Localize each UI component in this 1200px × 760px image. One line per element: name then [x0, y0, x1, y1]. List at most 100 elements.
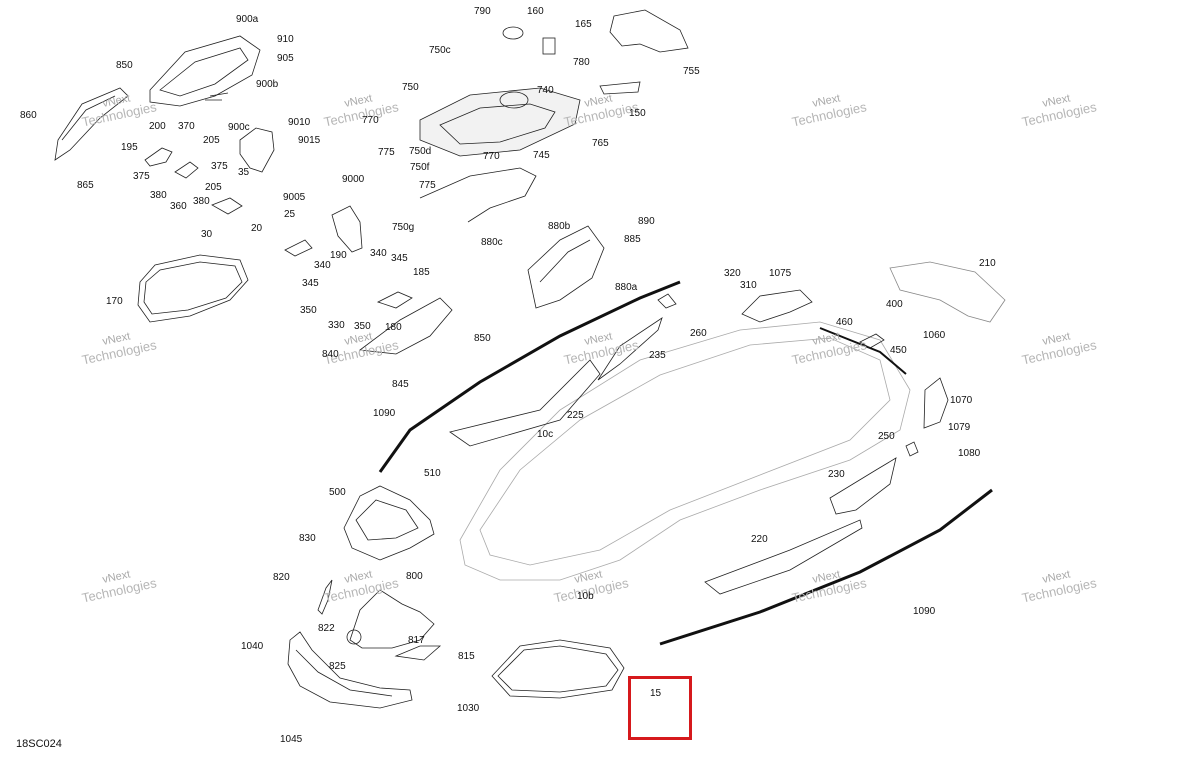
part-label-865[interactable]: 865 — [77, 180, 94, 191]
part-label-740[interactable]: 740 — [537, 85, 554, 96]
part-label-820[interactable]: 820 — [273, 572, 290, 583]
part-label-825[interactable]: 825 — [329, 661, 346, 672]
part-label-750c[interactable]: 750c — [429, 45, 451, 56]
part-label-750d[interactable]: 750d — [409, 146, 432, 157]
part-label-1079[interactable]: 1079 — [948, 422, 971, 433]
part-label-850[interactable]: 850 — [474, 333, 491, 344]
part-label-9000[interactable]: 9000 — [342, 174, 365, 185]
part-label-1045[interactable]: 1045 — [280, 734, 303, 745]
part-label-375[interactable]: 375 — [133, 171, 150, 182]
part-label-910[interactable]: 910 — [277, 34, 294, 45]
part-label-830[interactable]: 830 — [299, 533, 316, 544]
part-label-800[interactable]: 800 — [406, 571, 423, 582]
part-label-35[interactable]: 35 — [238, 167, 250, 178]
part-label-165[interactable]: 165 — [575, 19, 592, 30]
part-label-380[interactable]: 380 — [150, 190, 167, 201]
part-label-860[interactable]: 860 — [20, 110, 37, 121]
part-label-770[interactable]: 770 — [362, 115, 379, 126]
part-label-9015[interactable]: 9015 — [298, 135, 321, 146]
part-label-450[interactable]: 450 — [890, 345, 907, 356]
part-label-880c[interactable]: 880c — [481, 237, 503, 248]
part-label-380[interactable]: 380 — [193, 196, 210, 207]
part-label-850[interactable]: 850 — [116, 60, 133, 71]
part-label-1030[interactable]: 1030 — [457, 703, 480, 714]
part-label-310[interactable]: 310 — [740, 280, 757, 291]
part-label-190[interactable]: 190 — [330, 250, 347, 261]
part-label-750g[interactable]: 750g — [392, 222, 415, 233]
part-label-885[interactable]: 885 — [624, 234, 641, 245]
part-label-9010[interactable]: 9010 — [288, 117, 311, 128]
part-label-400[interactable]: 400 — [886, 299, 903, 310]
part-label-1040[interactable]: 1040 — [241, 641, 264, 652]
mat-170-part — [137, 254, 249, 323]
part-label-225[interactable]: 225 — [567, 410, 584, 421]
part-label-1075[interactable]: 1075 — [769, 268, 792, 279]
part-label-250[interactable]: 250 — [878, 431, 895, 442]
part-label-775[interactable]: 775 — [378, 147, 395, 158]
part-label-815[interactable]: 815 — [458, 651, 475, 662]
mat-170-inner — [143, 261, 243, 315]
part-label-900c[interactable]: 900c — [228, 122, 250, 133]
part-label-745[interactable]: 745 — [533, 150, 550, 161]
part-label-765[interactable]: 765 — [592, 138, 609, 149]
part-label-350[interactable]: 350 — [300, 305, 317, 316]
part-label-755[interactable]: 755 — [683, 66, 700, 77]
part-label-845[interactable]: 845 — [392, 379, 409, 390]
part-label-1090[interactable]: 1090 — [913, 606, 936, 617]
part-label-220[interactable]: 220 — [751, 534, 768, 545]
part-label-375[interactable]: 375 — [211, 161, 228, 172]
part-label-1080[interactable]: 1080 — [958, 448, 981, 459]
part-label-160[interactable]: 160 — [527, 6, 544, 17]
part-label-817[interactable]: 817 — [408, 635, 425, 646]
part-label-15[interactable]: 15 — [650, 688, 662, 699]
part-label-905[interactable]: 905 — [277, 53, 294, 64]
clip-part — [542, 37, 556, 55]
part-label-1060[interactable]: 1060 — [923, 330, 946, 341]
part-label-500[interactable]: 500 — [329, 487, 346, 498]
part-label-10b[interactable]: 10b — [577, 591, 594, 602]
part-label-9005[interactable]: 9005 — [283, 192, 306, 203]
part-label-180[interactable]: 180 — [385, 322, 402, 333]
part-label-10c[interactable]: 10c — [537, 429, 554, 440]
part-label-195[interactable]: 195 — [121, 142, 138, 153]
part-label-750f[interactable]: 750f — [410, 162, 430, 173]
part-label-345[interactable]: 345 — [302, 278, 319, 289]
part-label-205[interactable]: 205 — [203, 135, 220, 146]
part-label-350[interactable]: 350 — [354, 321, 371, 332]
part-label-340[interactable]: 340 — [314, 260, 331, 271]
part-label-750[interactable]: 750 — [402, 82, 419, 93]
part-label-770[interactable]: 770 — [483, 151, 500, 162]
part-label-840[interactable]: 840 — [322, 349, 339, 360]
part-label-210[interactable]: 210 — [979, 258, 996, 269]
part-label-900a[interactable]: 900a — [236, 14, 259, 25]
part-label-790[interactable]: 790 — [474, 6, 491, 17]
part-label-260[interactable]: 260 — [690, 328, 707, 339]
part-label-370[interactable]: 370 — [178, 121, 195, 132]
part-label-235[interactable]: 235 — [649, 350, 666, 361]
part-label-345[interactable]: 345 — [391, 253, 408, 264]
part-label-320[interactable]: 320 — [724, 268, 741, 279]
part-label-780[interactable]: 780 — [573, 57, 590, 68]
part-label-230[interactable]: 230 — [828, 469, 845, 480]
part-label-1070[interactable]: 1070 — [950, 395, 973, 406]
part-label-150[interactable]: 150 — [629, 108, 646, 119]
part-label-822[interactable]: 822 — [318, 623, 335, 634]
part-label-460[interactable]: 460 — [836, 317, 853, 328]
part-label-880a[interactable]: 880a — [615, 282, 638, 293]
part-label-30[interactable]: 30 — [201, 229, 213, 240]
part-label-775[interactable]: 775 — [419, 180, 436, 191]
part-label-1090[interactable]: 1090 — [373, 408, 396, 419]
part-label-185[interactable]: 185 — [413, 267, 430, 278]
part-label-20[interactable]: 20 — [251, 223, 263, 234]
part-label-205[interactable]: 205 — [205, 182, 222, 193]
part-label-330[interactable]: 330 — [328, 320, 345, 331]
part-label-340[interactable]: 340 — [370, 248, 387, 259]
part-label-510[interactable]: 510 — [424, 468, 441, 479]
part-label-880b[interactable]: 880b — [548, 221, 571, 232]
part-label-170[interactable]: 170 — [106, 296, 123, 307]
part-label-360[interactable]: 360 — [170, 201, 187, 212]
part-label-25[interactable]: 25 — [284, 209, 296, 220]
part-label-890[interactable]: 890 — [638, 216, 655, 227]
part-label-200[interactable]: 200 — [149, 121, 166, 132]
part-label-900b[interactable]: 900b — [256, 79, 279, 90]
